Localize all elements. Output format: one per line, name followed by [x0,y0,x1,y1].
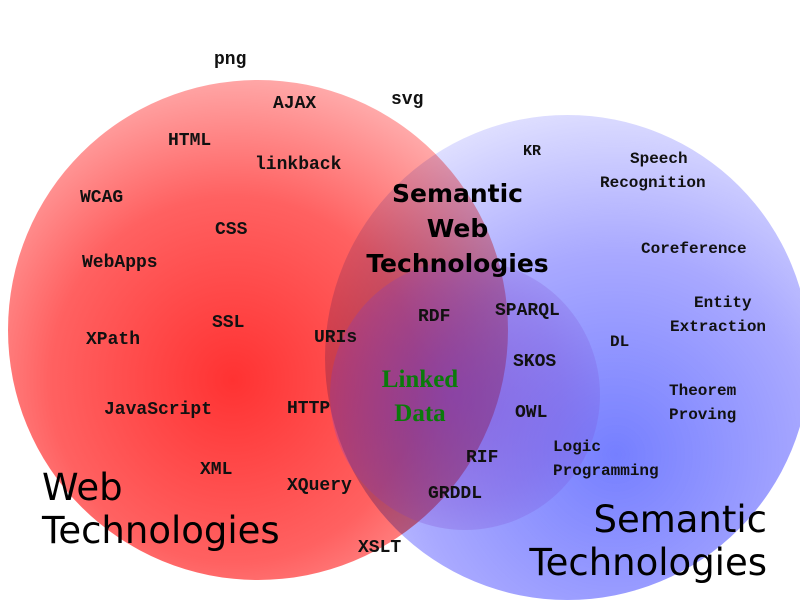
term: XSLT [358,538,402,558]
term: DL [610,333,630,351]
term: svg [391,90,424,110]
line: Linked [381,366,459,393]
line: Speech [630,150,688,168]
term: Coreference [641,240,747,258]
line: Technologies [529,541,767,584]
term: SSL [212,313,245,333]
line: Web [42,466,123,509]
term: XPath [86,330,141,350]
term: GRDDL [428,484,483,504]
term: URIs [314,328,358,348]
term: png [214,50,247,70]
term: KR [523,143,542,160]
term: SPARQL [495,301,560,321]
term-entity-extraction: Entity Extraction [670,291,766,339]
term-speech-recognition: Speech Recognition [600,147,706,195]
semantic-technologies-label: Semantic Technologies [515,498,767,584]
line: Semantic [593,498,767,541]
linked-data-overlap [330,260,600,530]
term: XQuery [287,476,352,496]
term: JavaScript [104,400,213,420]
term-logic-programming: Logic Programming [553,435,659,483]
line: Technologies [42,509,280,552]
term: WebApps [82,253,158,273]
term: linkback [255,155,342,175]
term: CSS [215,220,248,240]
line: Entity [694,294,752,312]
term: AJAX [273,94,317,114]
line: Theorem [669,382,737,400]
line: Recognition [600,174,706,192]
line: Data [394,400,446,427]
line: Proving [669,406,737,424]
linked-data-label: Linked Data [360,363,480,431]
term: RDF [418,307,451,327]
line: Programming [553,462,659,480]
line: Semantic [391,179,524,208]
web-technologies-label: Web Technologies [42,466,280,552]
line: Logic [553,438,602,456]
term: SKOS [513,352,557,372]
term: XML [200,460,233,480]
term-theorem-proving: Theorem Proving [669,379,736,427]
term: OWL [515,403,548,423]
semantic-web-technologies-label: Semantic Web Technologies [350,176,565,281]
term: RIF [466,448,499,468]
line: Web [426,214,489,243]
term: WCAG [80,188,124,208]
line: Extraction [670,318,767,336]
term: HTML [168,131,212,151]
term: HTTP [287,399,331,419]
line: Technologies [366,249,549,278]
